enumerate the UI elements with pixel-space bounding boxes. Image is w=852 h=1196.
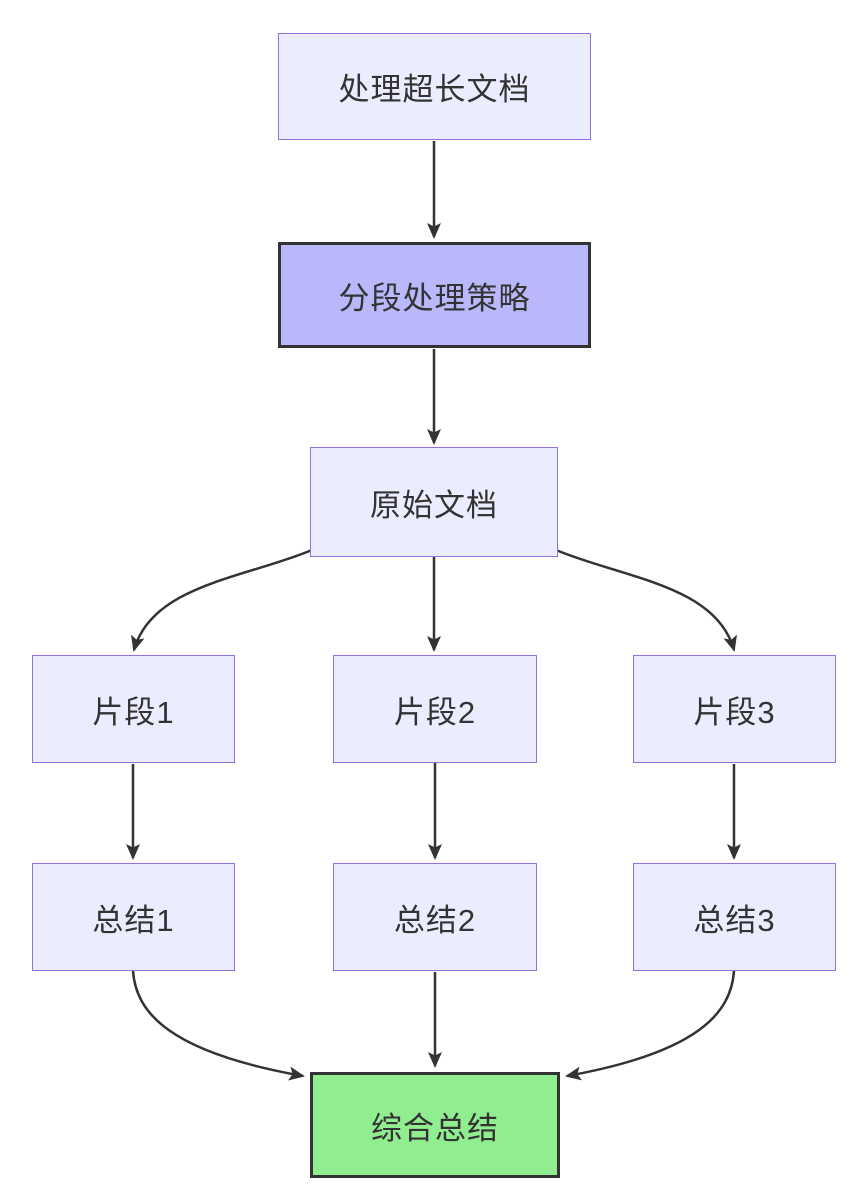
node-process-long-doc: 处理超长文档 <box>278 33 591 140</box>
node-segmentation-strategy: 分段处理策略 <box>278 242 591 348</box>
node-fragment-3: 片段3 <box>633 655 836 763</box>
node-fragment-1-label: 片段1 <box>92 694 175 730</box>
node-summary-3: 总结3 <box>633 863 836 971</box>
node-fragment-1: 片段1 <box>32 655 235 763</box>
node-fragment-2: 片段2 <box>333 655 537 763</box>
node-segmentation-strategy-label: 分段处理策略 <box>338 280 531 316</box>
node-process-long-doc-label: 处理超长文档 <box>338 72 531 107</box>
edge-summary3-to-final <box>565 970 736 1081</box>
node-fragment-3-label: 片段3 <box>693 694 776 730</box>
node-fragment-2-label: 片段2 <box>393 694 477 730</box>
node-final-summary-label: 综合总结 <box>371 1110 499 1146</box>
node-original-doc-label: 原始文档 <box>370 487 498 523</box>
node-final-summary: 综合总结 <box>310 1072 560 1178</box>
edge-originaldoc-to-fragment3 <box>555 548 737 652</box>
node-original-doc: 原始文档 <box>310 447 558 557</box>
node-summary-3-label: 总结3 <box>693 902 776 938</box>
edge-summary1-to-final <box>131 970 305 1081</box>
node-summary-2: 总结2 <box>333 863 537 971</box>
edge-originaldoc-to-fragment1 <box>131 548 313 652</box>
node-summary-2-label: 总结2 <box>393 902 477 938</box>
node-summary-1: 总结1 <box>32 863 235 971</box>
node-summary-1-label: 总结1 <box>92 902 175 938</box>
